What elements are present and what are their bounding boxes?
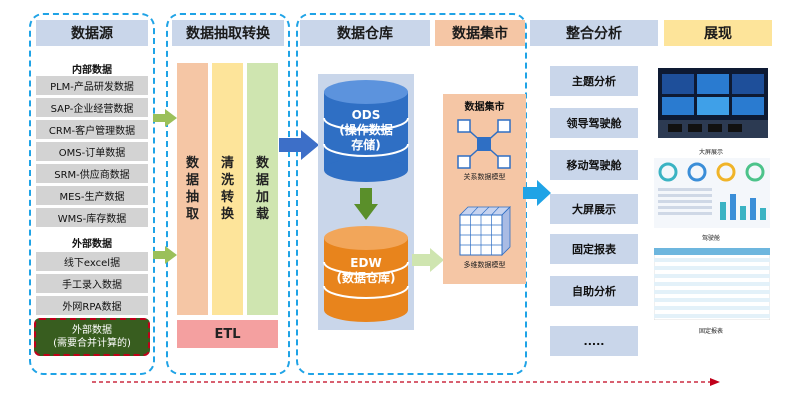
ods-cylinder: [323, 80, 409, 182]
source-item-crm: CRM-客户管理数据: [36, 120, 148, 139]
ods-label: ODS (操作数据 存储): [339, 108, 393, 152]
external-data-title: 外部数据: [72, 239, 112, 250]
source-item-sap: SAP-企业经营数据: [36, 98, 148, 117]
relational-model-icon: [457, 119, 511, 169]
arrow-etl-ods: [279, 130, 319, 160]
etl-clean-column: 清洗转换: [212, 63, 243, 315]
etl-load-column: 数据加载: [247, 63, 278, 315]
arrow-edw-mart: [412, 248, 444, 272]
internal-data-title: 内部数据: [72, 65, 112, 76]
header-warehouse: 数据仓库: [300, 20, 430, 46]
analysis-item-mobile-cockpit: 移动驾驶舱: [550, 150, 638, 180]
source-item-oms: OMS-订单数据: [36, 142, 148, 161]
etl-footer: ETL: [177, 320, 278, 348]
big-screen-thumbnail: [658, 68, 768, 138]
header-etl: 数据抽取转换: [172, 20, 284, 46]
special-line1: 外部数据: [72, 325, 112, 336]
special-line2: (需要合并计算的): [53, 338, 131, 349]
arrow-mart-analysis: [523, 180, 551, 206]
source-item-special: 外部数据 (需要合并计算的): [34, 318, 150, 356]
header-display: 展现: [664, 20, 772, 46]
analysis-item-leader-cockpit: 领导驾驶舱: [550, 108, 638, 138]
analysis-item-topic: 主题分析: [550, 66, 638, 96]
source-item-excel: 线下excel据: [36, 252, 148, 271]
edw-cylinder: [323, 226, 409, 322]
analysis-item-self-service: 自助分析: [550, 276, 638, 306]
header-source: 数据源: [36, 20, 148, 46]
source-item-rpa: 外网RPA数据: [36, 296, 148, 315]
source-item-srm: SRM-供应商数据: [36, 164, 148, 183]
display-caption-big-screen: 大屏展示: [698, 149, 723, 156]
source-item-manual: 手工录入数据: [36, 274, 148, 293]
display-caption-cockpit: 驾驶舱: [701, 235, 720, 242]
analysis-item-fixed-report: 固定报表: [550, 234, 638, 264]
display-caption-fixed-report: 固定报表: [698, 328, 723, 335]
arrow-ods-edw: [354, 188, 378, 220]
header-analysis: 整合分析: [530, 20, 658, 46]
relational-model-caption: 关系数据模型: [463, 173, 506, 181]
multidim-model-caption: 多维数据模型: [463, 261, 506, 269]
edw-label: EDW (数据仓库): [336, 256, 396, 285]
header-mart: 数据集市: [435, 20, 525, 46]
cockpit-thumbnail: [654, 158, 770, 228]
fixed-report-thumbnail: [654, 248, 770, 320]
analysis-item-big-screen: 大屏展示: [550, 194, 638, 224]
arrow-source-etl-2: [153, 246, 177, 264]
etl-group-frame: [166, 13, 290, 375]
source-group-frame: [29, 13, 155, 375]
multidim-model-icon: [459, 206, 511, 256]
etl-extract-column: 数据抽取: [177, 63, 208, 315]
source-item-mes: MES-生产数据: [36, 186, 148, 205]
analysis-item-more: .....: [550, 326, 638, 356]
mart-title: 数据集市: [464, 102, 505, 113]
source-item-wms: WMS-库存数据: [36, 208, 148, 227]
source-item-plm: PLM-产品研发数据: [36, 76, 148, 95]
bottom-flow-arrow: [92, 378, 720, 386]
arrow-source-etl-1: [153, 109, 177, 127]
